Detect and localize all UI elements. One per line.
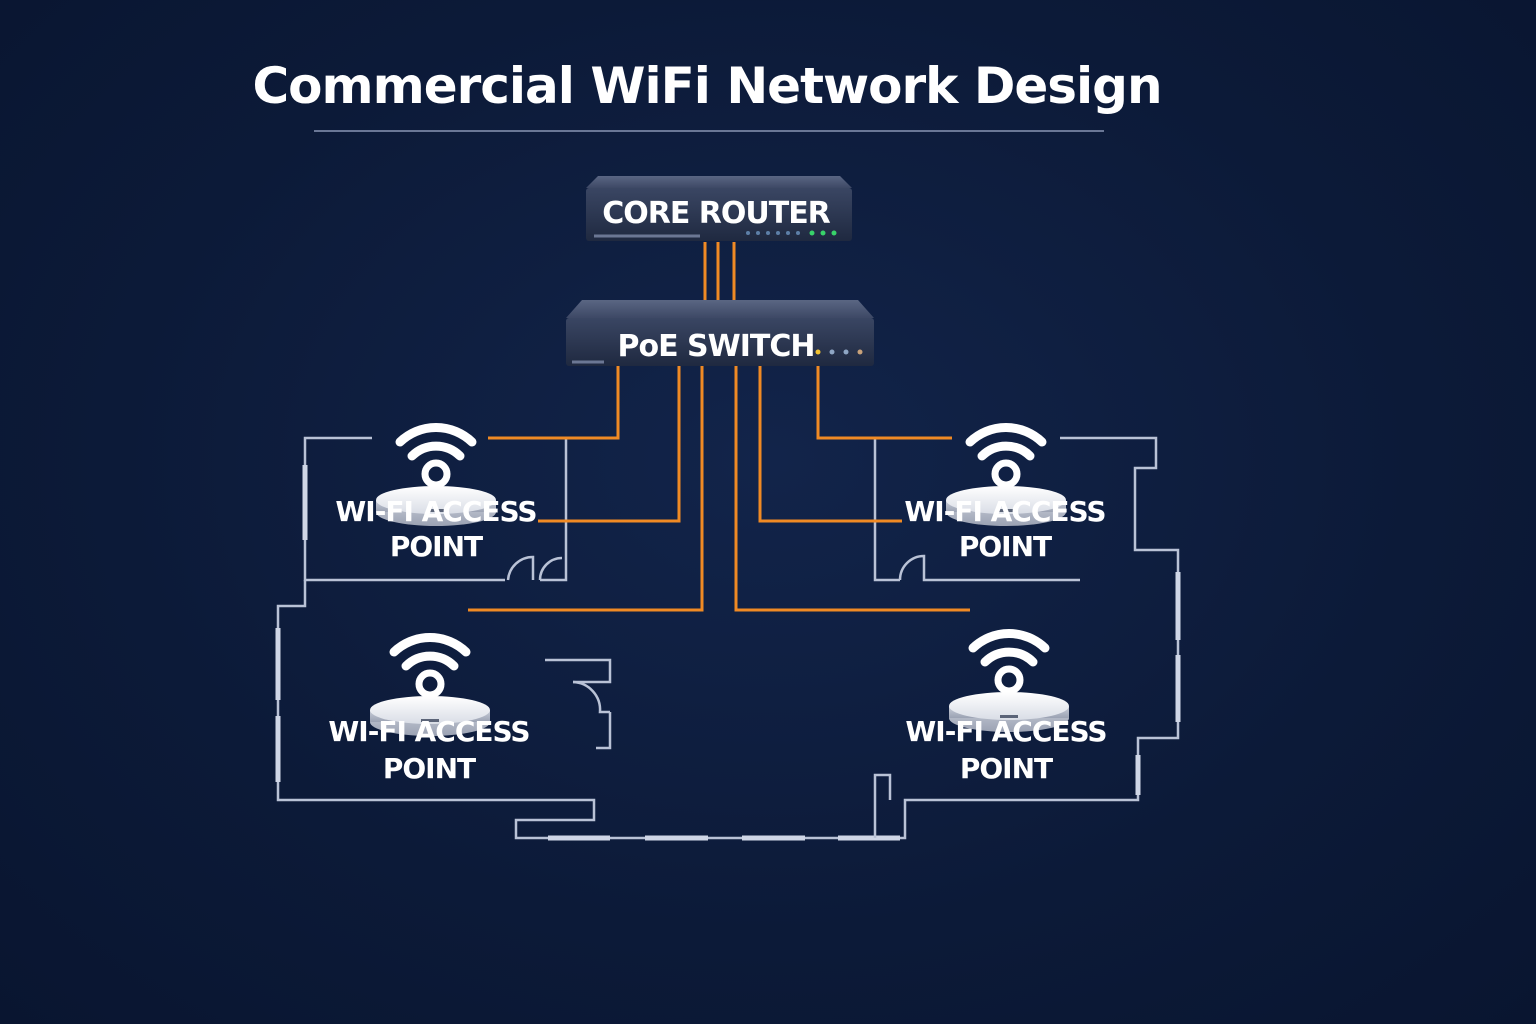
access-point-lower-right[interactable]: WI-FI ACCESS POINT [905, 634, 1108, 785]
wall-closet-top [545, 658, 612, 684]
access-point-upper-left[interactable]: WI-FI ACCESS POINT [335, 428, 538, 563]
switch-label: PoE SWITCH [618, 329, 815, 364]
floor-plan [275, 436, 1181, 841]
door-upper-right [898, 554, 1080, 582]
door-upper-left-2 [538, 556, 563, 581]
page-title: Commercial WiFi Network Design [252, 57, 1161, 115]
door-upper-left-1 [506, 555, 535, 581]
cable-upper-right-room [758, 366, 902, 523]
wall-upper-right [873, 438, 900, 582]
cable-ap-lower-right [734, 366, 970, 612]
cables [468, 242, 970, 612]
switch-leds [815, 349, 863, 355]
router-body [586, 188, 852, 241]
ap-label-line2: POINT [959, 530, 1052, 563]
wall-upper-left-inner [540, 438, 568, 582]
router-leds [746, 230, 837, 236]
ap-label-line1: WI-FI ACCESS [328, 715, 529, 748]
ap-label-line1: WI-FI ACCESS [904, 495, 1105, 528]
router-label: CORE ROUTER [602, 196, 830, 231]
router-top [586, 176, 852, 188]
switch-top [566, 300, 874, 318]
access-point-upper-right[interactable]: WI-FI ACCESS POINT [904, 428, 1107, 563]
ap-label-line2: POINT [390, 530, 483, 563]
cable-ap-upper-right [816, 366, 952, 440]
cable-ap-lower-left [468, 366, 704, 612]
cable-ap-upper-left [488, 366, 620, 440]
wall-center-notch [873, 773, 892, 838]
poe-switch[interactable]: PoE SWITCH [566, 300, 874, 366]
wall-closet-bottom [596, 712, 612, 750]
ap-label-line2: POINT [383, 752, 476, 785]
door-closet [572, 680, 610, 714]
access-point-lower-left[interactable]: WI-FI ACCESS POINT [328, 638, 531, 785]
ap-label-line2: POINT [960, 752, 1053, 785]
ap-label-line1: WI-FI ACCESS [335, 495, 536, 528]
wall-outer [276, 436, 1180, 840]
ap-label-line1: WI-FI ACCESS [905, 715, 1106, 748]
cable-upper-left-room [538, 366, 681, 523]
switch-body [566, 318, 874, 366]
core-router[interactable]: CORE ROUTER [586, 176, 852, 241]
